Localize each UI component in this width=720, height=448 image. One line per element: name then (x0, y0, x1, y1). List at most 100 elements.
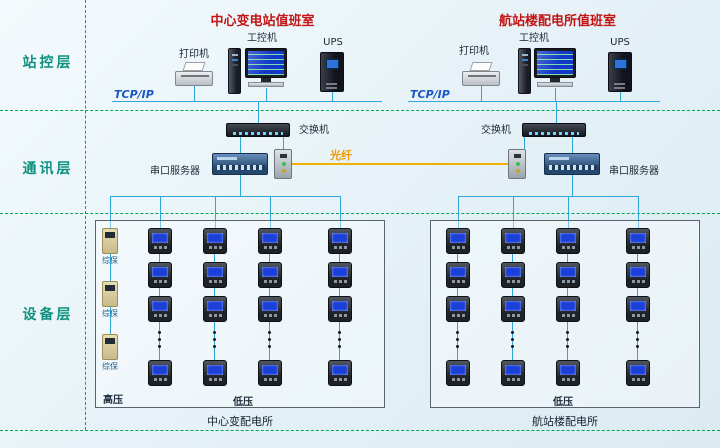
power-meter-icon (203, 262, 227, 288)
workstation-label-left: 工控机 (247, 33, 277, 44)
feeder-drop (270, 196, 271, 232)
fiber-converter-icon (274, 149, 292, 179)
serial-server-icon (544, 153, 600, 175)
feeder-drop (513, 196, 514, 232)
ellipsis-dots (328, 330, 352, 352)
ellipsis-dots (258, 330, 282, 352)
power-meter-icon (626, 228, 650, 254)
power-meter-icon (258, 228, 282, 254)
meter-column (148, 228, 172, 386)
tower-pc-icon (518, 48, 531, 94)
power-meter-icon (501, 296, 525, 322)
power-meter-icon (556, 228, 580, 254)
power-meter-icon (258, 262, 282, 288)
protection-relay-icon (102, 228, 118, 254)
station-caption-left: 中心变配电所 (207, 415, 273, 428)
power-meter-icon (556, 262, 580, 288)
lv-label: 低压 (553, 397, 573, 408)
protection-label: 综保 (102, 256, 118, 265)
serial-server-icon (212, 153, 268, 175)
drop-line (572, 137, 573, 153)
power-meter-icon (446, 262, 470, 288)
drop-line (240, 175, 241, 196)
fiber-link-line (292, 163, 508, 165)
meter-column (446, 228, 470, 386)
ups-label-right: UPS (610, 37, 630, 48)
monitor-screen (537, 51, 573, 75)
protection-unit: 综保 (96, 228, 124, 266)
power-meter-icon (203, 296, 227, 322)
printer-body (462, 71, 500, 86)
switch-label-left: 交换机 (299, 125, 329, 136)
ellipsis-dots (446, 330, 470, 352)
tcpip-label-right: TCP/IP (410, 88, 450, 101)
drop-line (620, 92, 621, 101)
drop-line (283, 137, 284, 149)
protection-relay-icon (102, 281, 118, 307)
ethernet-bus-right (408, 101, 660, 102)
power-meter-icon (203, 360, 227, 386)
power-meter-icon (446, 360, 470, 386)
power-meter-icon (328, 228, 352, 254)
ellipsis-dots (626, 330, 650, 352)
switch-label-right: 交换机 (481, 125, 511, 136)
serial-server-label-right: 串口服务器 (609, 166, 659, 177)
ellipsis-dots (501, 330, 525, 352)
protection-unit: 综保 (96, 281, 124, 319)
monitor-screen (248, 51, 284, 75)
power-meter-icon (446, 228, 470, 254)
power-meter-icon (148, 228, 172, 254)
printer-label-right: 打印机 (459, 46, 489, 57)
power-meter-icon (501, 360, 525, 386)
protection-unit: 综保 (96, 334, 124, 372)
power-meter-icon (258, 296, 282, 322)
tower-pc-icon (228, 48, 241, 94)
meter-column (203, 228, 227, 386)
printer-paper (469, 62, 493, 71)
drop-line (524, 137, 525, 149)
drop-line (572, 175, 573, 196)
fiber-converter-icon (508, 149, 526, 179)
monitor-icon (245, 48, 287, 78)
feeder-drop (340, 196, 341, 232)
drop-line (555, 88, 556, 101)
feeder-drop (638, 196, 639, 232)
power-meter-icon (626, 262, 650, 288)
protection-label: 综保 (102, 362, 118, 371)
power-meter-icon (148, 296, 172, 322)
power-meter-icon (501, 228, 525, 254)
power-meter-icon (501, 262, 525, 288)
drop-line (481, 86, 482, 101)
ups-icon (608, 52, 632, 92)
power-meter-icon (258, 360, 282, 386)
workstation-icon (534, 48, 576, 87)
ellipsis-dots (556, 330, 580, 352)
power-meter-icon (328, 262, 352, 288)
printer-label-left: 打印机 (179, 49, 209, 60)
distribution-bus-left (110, 196, 340, 197)
switch-icon (522, 123, 586, 137)
printer-icon (462, 62, 500, 86)
monitor-icon (534, 48, 576, 78)
fiber-label: 光纤 (330, 149, 352, 162)
monitor-stand (261, 78, 271, 82)
workstation-label-right: 工控机 (519, 33, 549, 44)
power-meter-icon (148, 262, 172, 288)
lv-label: 低压 (233, 397, 253, 408)
keyboard-icon (537, 82, 573, 87)
layer-label-station-control: 站控层 (22, 55, 74, 71)
power-meter-icon (328, 296, 352, 322)
hv-label: 高压 (103, 395, 123, 406)
drop-line (194, 86, 195, 101)
feeder-drop (160, 196, 161, 232)
workstation-icon (245, 48, 287, 87)
tcpip-label-left: TCP/IP (114, 88, 154, 101)
layer-separator-bottom (0, 430, 720, 431)
ups-icon (320, 52, 344, 92)
layer-label-communication: 通讯层 (22, 161, 74, 177)
meter-column (626, 228, 650, 386)
meter-column (328, 228, 352, 386)
ethernet-bus-left (112, 101, 382, 102)
drop-line (266, 88, 267, 101)
meter-column (556, 228, 580, 386)
